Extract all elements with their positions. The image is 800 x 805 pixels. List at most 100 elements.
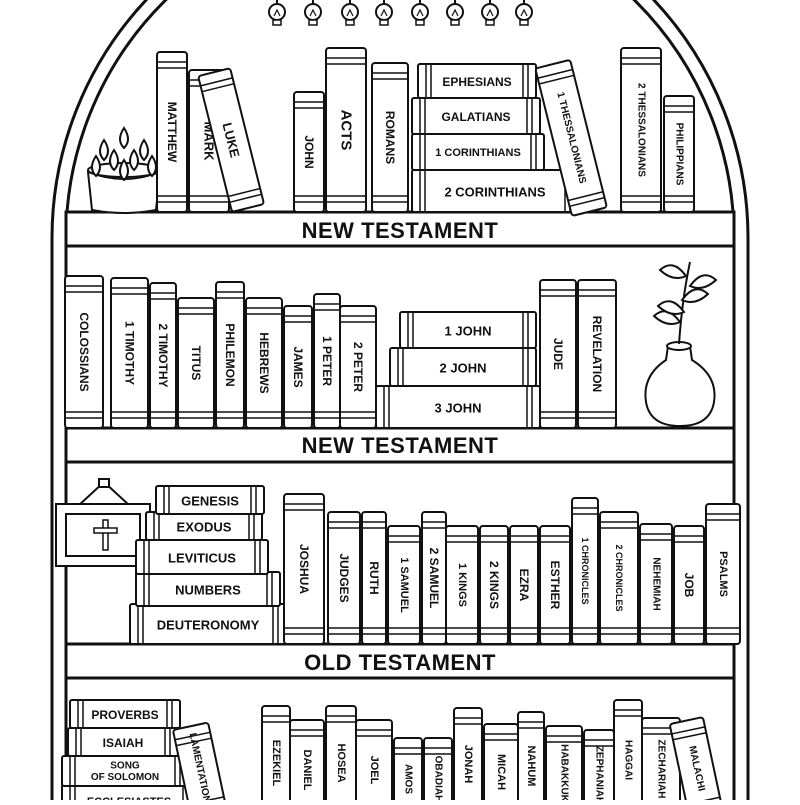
book-philippians: PHILIPPIANS xyxy=(663,95,695,213)
book-title: AMOS xyxy=(403,764,414,794)
book-title: HAGGAI xyxy=(623,740,634,780)
decorations xyxy=(55,126,718,567)
book-isaiah: ISAIAH xyxy=(67,727,179,757)
book-3-john: 3 JOHN xyxy=(375,385,541,429)
shelf-frame xyxy=(50,0,750,800)
book-title: DEUTERONOMY xyxy=(157,618,260,633)
book-job: JOB xyxy=(673,525,705,645)
book-1-samuel: 1 SAMUEL xyxy=(387,525,421,645)
book-title: ROMANS xyxy=(383,111,397,164)
book-1-john: 1 JOHN xyxy=(399,311,537,349)
book-luke: LUKE xyxy=(197,67,265,213)
book-esther: ESTHER xyxy=(539,525,571,645)
book-1-corinthians: 1 CORINTHIANS xyxy=(411,133,545,171)
bulb-icon xyxy=(304,0,322,26)
book-jonah: JONAH xyxy=(453,707,483,805)
book-title: PSALMS xyxy=(717,551,729,597)
book-title: 2 TIMOTHY xyxy=(156,323,170,387)
book-micah: MICAH xyxy=(483,723,519,805)
book-title: JAMES xyxy=(291,346,305,387)
book-title: GALATIANS xyxy=(441,110,510,124)
book-title: MATTHEW xyxy=(165,102,179,163)
book-haggai: HAGGAI xyxy=(613,699,643,805)
book-matthew: MATTHEW xyxy=(156,51,188,213)
book-1-chronicles: 1 CHRONICLES xyxy=(571,497,599,645)
book-title: OBADIAH xyxy=(433,756,444,800)
book-title: HEBREWS xyxy=(257,332,271,393)
shelf-label-old-testament: OLD TESTAMENT xyxy=(304,650,496,675)
shelf-label-new-testament-1: NEW TESTAMENT xyxy=(301,218,499,243)
book-title: 1 CORINTHIANS xyxy=(435,147,521,159)
book-title: JOHN xyxy=(302,135,316,168)
bulb-icon xyxy=(411,0,429,26)
bulb-icon xyxy=(341,0,359,26)
book-james: JAMES xyxy=(283,305,313,429)
book-obadiah: OBADIAH xyxy=(423,737,453,805)
book-lamentations: LAMENTATIONS xyxy=(172,722,228,805)
book-title: GENESIS xyxy=(181,494,239,509)
book-title: SONG xyxy=(110,760,140,771)
book-title: 1 CHRONICLES xyxy=(580,537,590,604)
book-psalms: PSALMS xyxy=(705,503,741,645)
book-acts: ACTS xyxy=(325,47,367,213)
book-title: JONAH xyxy=(462,745,474,784)
book-title: RUTH xyxy=(367,561,381,594)
book-exodus: EXODUS xyxy=(145,511,263,541)
book-title: JOSHUA xyxy=(297,544,311,594)
book-title: PROVERBS xyxy=(91,708,158,722)
book-title: JUDE xyxy=(551,338,565,370)
book-colossians: COLOSSIANS xyxy=(64,275,104,429)
book-title: HABAKKUK xyxy=(559,744,570,800)
plant-vase-icon xyxy=(644,261,718,428)
book-2-chronicles: 2 CHRONICLES xyxy=(599,511,639,645)
book-title: 2 JOHN xyxy=(440,361,487,376)
book-title: MICAH xyxy=(495,754,507,790)
book-2-peter: 2 PETER xyxy=(339,305,377,429)
book-title: EZRA xyxy=(517,569,531,602)
book-jude: JUDE xyxy=(539,279,577,429)
book-title: NUMBERS xyxy=(175,583,241,598)
bulb-icon xyxy=(268,0,286,26)
book-title: ZEPHANIAH xyxy=(594,746,605,800)
book-ezekiel: EZEKIEL xyxy=(261,705,291,805)
book-title: PHILEMON xyxy=(223,323,237,386)
book-revelation: REVELATION xyxy=(577,279,617,429)
book-titus: TITUS xyxy=(177,297,215,429)
book-2-samuel: 2 SAMUEL xyxy=(421,511,447,645)
book-joshua: JOSHUA xyxy=(283,493,325,645)
book-title: 2 THESSALONIANS xyxy=(636,83,647,177)
shelf-label-new-testament-2: NEW TESTAMENT xyxy=(301,433,499,458)
book-title: 1 PETER xyxy=(320,336,334,386)
book-title: 2 SAMUEL xyxy=(427,548,441,609)
book-1-thessalonians: 1 THESSALONIANS xyxy=(534,59,608,217)
book-amos: AMOS xyxy=(393,737,423,805)
book-1-timothy: 1 TIMOTHY xyxy=(110,277,149,429)
book-title: 1 SAMUEL xyxy=(398,557,410,613)
book-2-thessalonians: 2 THESSALONIANS xyxy=(620,47,662,213)
book-title: HOSEA xyxy=(335,743,347,782)
bulb-icon xyxy=(375,0,393,26)
book-leviticus: LEVITICUS xyxy=(135,539,269,575)
book-title: NEHEMIAH xyxy=(651,557,662,610)
book-title: 2 PETER xyxy=(351,342,365,392)
book-title: 3 JOHN xyxy=(435,401,482,416)
book-title: OF SOLOMON xyxy=(91,772,159,783)
cross-frame-icon xyxy=(55,478,151,567)
book-2-kings: 2 KINGS xyxy=(479,525,509,645)
book-nahum: NAHUM xyxy=(517,711,545,805)
book-1-kings: 1 KINGS xyxy=(445,525,479,645)
book-nehemiah: NEHEMIAH xyxy=(639,523,673,645)
book-title: PHILIPPIANS xyxy=(674,123,685,186)
book-title: 2 CHRONICLES xyxy=(614,544,624,611)
book-philemon: PHILEMON xyxy=(215,281,245,429)
book-judges: JUDGES xyxy=(327,511,361,645)
hanging-bulbs-icon xyxy=(268,0,533,26)
book-title: 2 KINGS xyxy=(487,561,501,609)
book-hebrews: HEBREWS xyxy=(245,297,283,429)
book-joel: JOEL xyxy=(355,719,393,805)
book-malachi: MALACHI xyxy=(669,716,724,805)
